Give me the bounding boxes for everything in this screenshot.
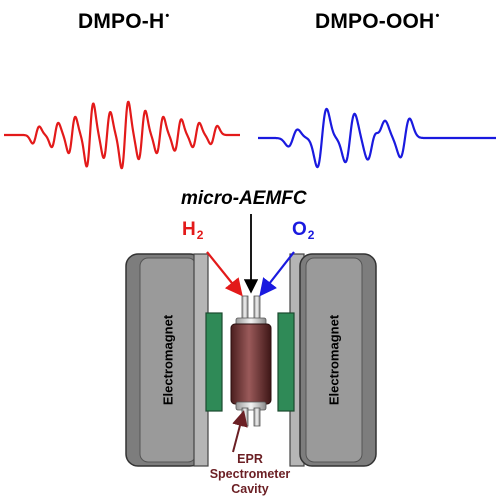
epr-cavity-label: EPR Spectrometer Cavity [200, 452, 300, 497]
h2-arrow [206, 251, 243, 297]
o2-label: O2 [292, 219, 315, 242]
cavity-line-1: EPR [237, 452, 263, 466]
right-electromagnet [289, 253, 377, 467]
left-pole-piece [205, 312, 223, 412]
dmpo-ooh-title: DMPO-OOH• [315, 10, 440, 33]
o2-arrow [259, 251, 295, 297]
dmpo-h-title: DMPO-H• [78, 10, 170, 33]
dmpo-h-spectrum [3, 100, 241, 170]
cavity-arrow [232, 410, 248, 453]
h2-label: H2 [182, 219, 204, 242]
micro-aemfc-label: micro-AEMFC [181, 188, 307, 209]
left-electromagnet [125, 253, 209, 467]
dmpo-ooh-spectrum [257, 107, 497, 169]
left-electromagnet-label: Electromagnet [160, 314, 176, 406]
micro-aemfc-cell [230, 295, 272, 427]
right-electromagnet-label: Electromagnet [326, 314, 342, 406]
cavity-line-3: Cavity [231, 482, 269, 496]
right-pole-piece [277, 312, 295, 412]
cavity-line-2: Spectrometer [209, 467, 291, 481]
